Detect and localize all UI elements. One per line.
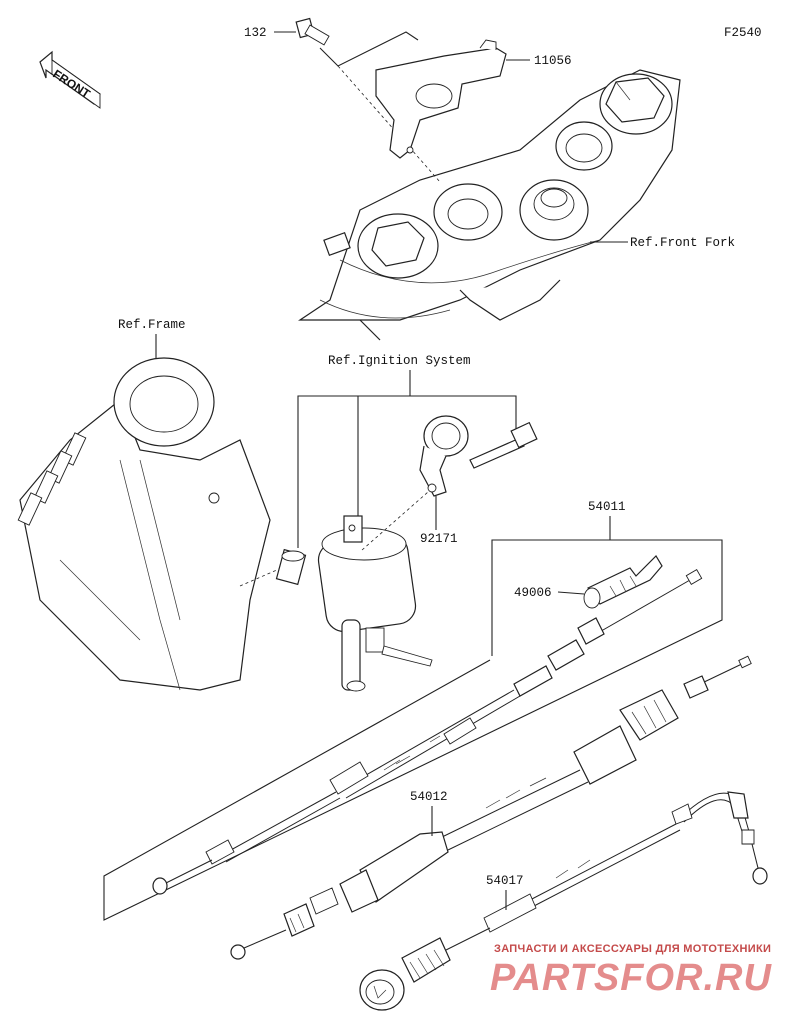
frame-head-tube xyxy=(17,357,271,691)
cable-54017 xyxy=(359,791,768,1011)
label-49006: 49006 xyxy=(514,586,552,600)
label-11056: 11056 xyxy=(534,54,572,68)
cable-54011 xyxy=(152,569,703,895)
pinch-bolt xyxy=(323,231,351,257)
cable-54012 xyxy=(230,655,752,960)
ref-ignition-system: Ref.Ignition System xyxy=(328,354,471,368)
clamp-bolt xyxy=(469,421,538,469)
label-92171: 92171 xyxy=(420,532,458,546)
clamp-92171 xyxy=(419,415,469,497)
label-54011: 54011 xyxy=(588,500,626,514)
front-arrow-icon: FRONT xyxy=(39,50,101,109)
label-132: 132 xyxy=(244,26,267,40)
fork-bolt-left xyxy=(357,213,439,279)
label-54012: 54012 xyxy=(410,790,448,804)
upper-triple-clamp xyxy=(298,69,681,341)
watermark-brand: PARTSFOR.RU xyxy=(490,957,772,999)
ref-frame: Ref.Frame xyxy=(118,318,186,332)
steering-stem-nut xyxy=(519,179,589,241)
label-54017: 54017 xyxy=(486,874,524,888)
spacer-collar xyxy=(275,548,307,586)
fork-bolt-right xyxy=(599,73,673,135)
bolt-132 xyxy=(295,17,330,46)
bracket-11056 xyxy=(375,39,507,159)
watermark-caption: ЗАПЧАСТИ И АКСЕССУАРЫ ДЛЯ МОТОТЕХНИКИ xyxy=(494,943,771,955)
ignition-coil xyxy=(317,515,433,692)
rubber-boot-49006 xyxy=(583,555,663,609)
ref-front-fork: Ref.Front Fork xyxy=(630,236,735,250)
diagram-code: F2540 xyxy=(724,26,762,40)
